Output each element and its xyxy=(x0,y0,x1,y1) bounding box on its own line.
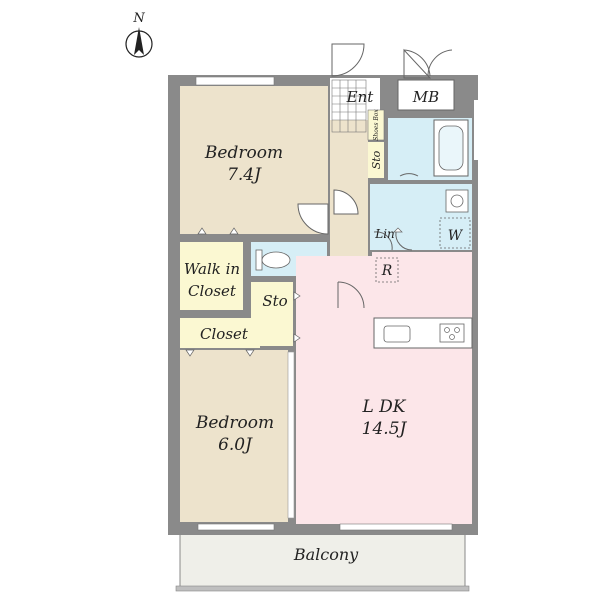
linen-name: Lin xyxy=(374,227,395,241)
closet-markers xyxy=(185,227,403,357)
storage-entry-name: Sto xyxy=(370,150,383,169)
storage-entry-room xyxy=(368,142,384,178)
refrigerator-space xyxy=(375,257,399,283)
ldk-name: L DK xyxy=(361,397,406,417)
window-bedroom-1 xyxy=(195,76,275,86)
entrance-tiles xyxy=(331,79,367,133)
walk-in-closet-line1: Walk in xyxy=(184,260,240,278)
shoes-box-name: Shoes Box xyxy=(373,109,380,141)
bathtub-icon xyxy=(433,119,469,177)
closet-name: Closet xyxy=(200,325,249,343)
bedroom-1-name: Bedroom xyxy=(204,143,283,163)
washer-name: W xyxy=(448,228,464,244)
washer-space xyxy=(439,217,471,249)
bedroom-2-name: Bedroom xyxy=(195,413,274,433)
bedroom-2-size: 6.0J xyxy=(218,435,253,455)
shoes-box xyxy=(367,109,385,141)
ldk-upper-room xyxy=(372,252,472,258)
compass: N xyxy=(125,11,153,58)
balcony-name: Balcony xyxy=(293,545,359,564)
toilet-icon xyxy=(255,249,291,271)
meter-box xyxy=(397,79,455,111)
bedroom-1-size: 7.4J xyxy=(227,165,262,185)
door-swings xyxy=(297,43,453,309)
compass-arrow-icon xyxy=(134,27,144,55)
balcony-railing xyxy=(175,585,470,592)
meter-box-name: MB xyxy=(412,88,439,106)
walk-in-closet-line2: Closet xyxy=(188,282,237,300)
window-balcony-bedroom xyxy=(197,523,275,531)
window-balcony-ldk xyxy=(339,523,453,531)
compass-label: N xyxy=(132,11,145,26)
window-bath xyxy=(474,100,478,160)
sliding-partition xyxy=(287,351,295,519)
closet-room xyxy=(180,318,260,348)
balcony-area xyxy=(179,527,466,591)
bedroom-2-room xyxy=(180,350,288,522)
vanity-icon xyxy=(445,189,469,213)
refrigerator-name: R xyxy=(381,263,393,279)
entrance-name: Ent xyxy=(346,88,375,106)
ldk-size: 14.5J xyxy=(362,419,408,439)
ldk-room xyxy=(296,256,472,524)
storage-hall-name: Sto xyxy=(262,292,287,310)
kitchen-counter xyxy=(373,317,473,349)
walk-in-closet-room xyxy=(180,242,243,310)
